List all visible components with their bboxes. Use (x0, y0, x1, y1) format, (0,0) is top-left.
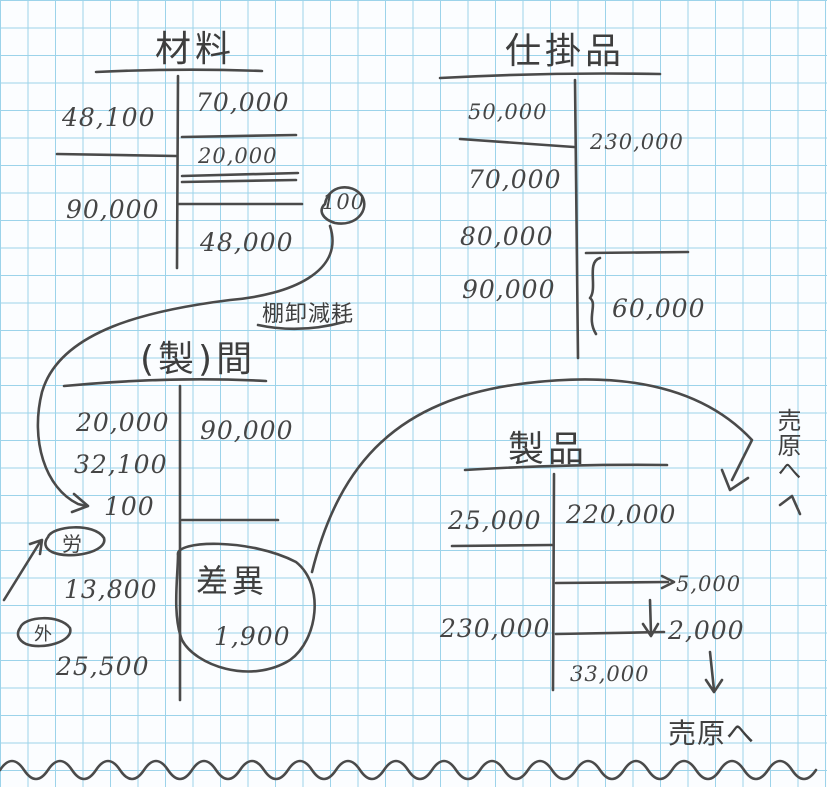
torn-edge-wave (0, 759, 818, 781)
variance-value: 1,900 (214, 622, 291, 651)
overhead-debit-2: 32,100 (74, 450, 168, 479)
material-credit-rule-1 (180, 133, 298, 139)
connector-variance-arrowhead (720, 468, 750, 492)
material-credit-rule-3 (180, 178, 298, 184)
wip-t-stem (573, 78, 580, 360)
material-marker-circle (320, 186, 366, 225)
fg-title: 製品 (508, 429, 589, 470)
connector-variance-to-sales (310, 378, 754, 574)
fg-credit-3: 2,000 (668, 616, 745, 645)
wip-debit-1: 50,000 (468, 100, 548, 124)
fg-note-bottom: 売原へ (668, 717, 756, 750)
fg-debit-1: 25,000 (448, 506, 542, 535)
fg-t-bar (463, 463, 669, 472)
fg-credit-1: 220,000 (566, 500, 677, 529)
material-debit-1: 48,100 (62, 103, 156, 132)
wip-t-bar (438, 72, 662, 80)
fg-credit-2: 5,000 (676, 572, 742, 596)
fg-note-right: 売原へ (773, 408, 801, 483)
material-title: 材料 (155, 29, 236, 70)
wip-debit-rule (458, 137, 576, 149)
outsourced-marker-circle (16, 616, 72, 648)
material-note: 棚卸減耗 (262, 302, 355, 327)
material-marker: 100 (322, 190, 366, 214)
wip-debit-2: 70,000 (468, 165, 562, 194)
material-debit-rule (55, 152, 178, 158)
side-arrow (2, 538, 44, 602)
connector-material-to-overhead (36, 224, 334, 508)
fg-arrow-2 (641, 598, 660, 638)
fg-credit-4: 33,000 (570, 662, 650, 686)
fg-debit-2: 230,000 (440, 614, 551, 643)
overhead-credit-1: 90,000 (200, 416, 294, 445)
note-underline (256, 320, 346, 331)
material-t-bar (94, 68, 264, 74)
overhead-debit-1: 20,000 (76, 408, 170, 437)
material-credit-1: 70,000 (196, 88, 290, 117)
material-credit-3: 48,000 (200, 228, 294, 257)
outsourced-marker: 外 (34, 624, 53, 645)
material-t-stem (175, 74, 180, 270)
wip-debit-3: 80,000 (460, 222, 554, 251)
fg-credit-rule-1 (554, 580, 670, 585)
overhead-debit-3: 100 (104, 492, 155, 521)
wip-title: 仕掛品 (505, 31, 626, 72)
labor-marker: 労 (62, 532, 83, 556)
overhead-title: (製)間 (140, 339, 257, 380)
wip-credit-rule (584, 250, 690, 255)
overhead-t-bar (62, 378, 268, 388)
labor-marker-circle (44, 526, 106, 557)
material-debit-2: 90,000 (66, 195, 160, 224)
connector-arrowhead (70, 492, 90, 514)
fg-credit-rule-2 (554, 630, 666, 636)
variance-label: 差異 (196, 562, 269, 600)
overhead-debit-4: 13,800 (64, 575, 158, 604)
material-credit-rule-2 (180, 171, 300, 178)
fg-arrow-3 (704, 650, 724, 694)
overhead-debit-5: 25,500 (56, 652, 150, 681)
fg-arrow-1 (660, 574, 676, 590)
fg-note-underline (778, 494, 802, 516)
wip-debit-4: 90,000 (462, 275, 556, 304)
wip-credit-2: 60,000 (612, 294, 706, 323)
wip-credit-1: 230,000 (590, 130, 684, 154)
wip-brace (588, 256, 602, 336)
fg-t-stem (551, 472, 556, 692)
variance-circle (174, 542, 316, 673)
material-credit-2: 20,000 (198, 144, 278, 168)
fg-debit-rule (450, 543, 554, 548)
